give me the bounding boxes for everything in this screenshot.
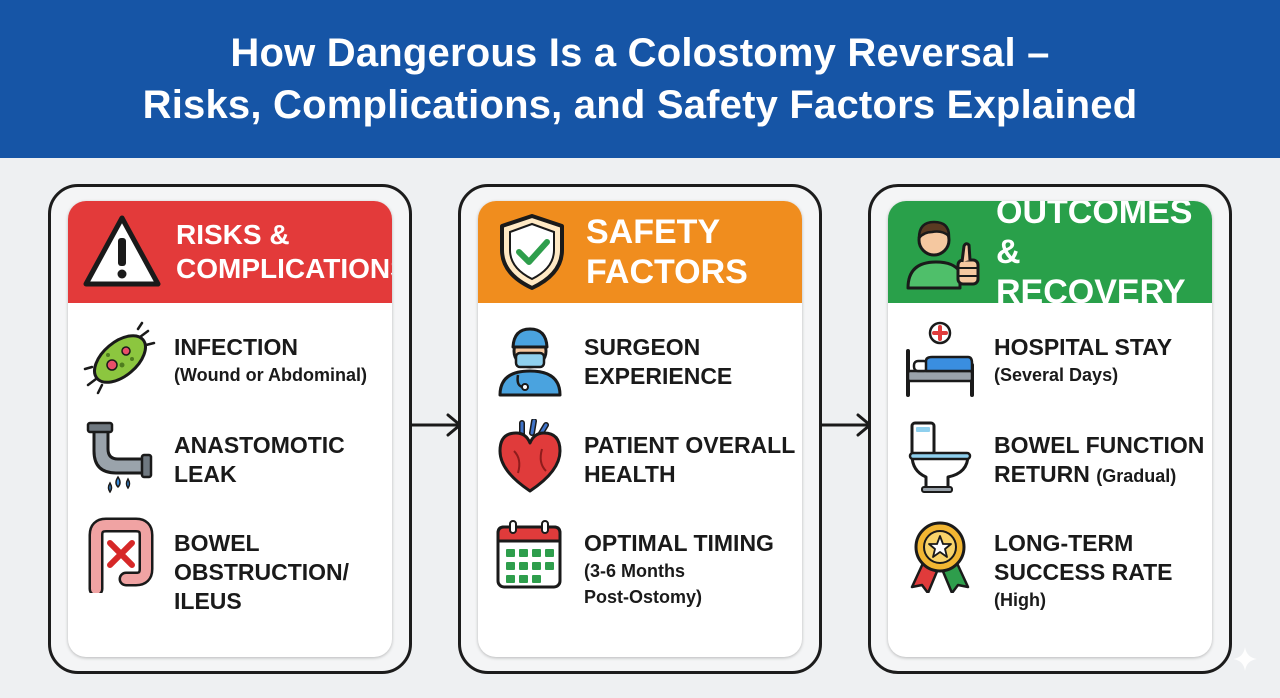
safety-heading: SAFETY FACTORS <box>586 212 748 292</box>
safety-heading-line-2: FACTORS <box>586 253 748 291</box>
leaking-pipe-icon <box>86 421 153 494</box>
warning-icon <box>83 215 161 287</box>
title-bar: How Dangerous Is a Colostomy Reversal – … <box>0 0 1280 158</box>
risks-heading-line-1: RISKS & <box>176 219 290 250</box>
blocked-intestine-icon <box>88 517 154 593</box>
risks-heading: RISKS & COMPLICATIONS <box>176 218 392 286</box>
item-surgeon-title-1: SURGEON <box>584 334 701 360</box>
item-bowel-function-inline: (Gradual) <box>1096 466 1177 486</box>
item-success-sub: (High) <box>994 590 1046 610</box>
heart-icon <box>498 419 562 493</box>
bacteria-icon <box>83 321 156 395</box>
item-obstruction-title-3: ILEUS <box>174 588 242 614</box>
item-infection: INFECTION (Wound or Abdominal) <box>68 321 392 419</box>
item-health-title-1: PATIENT OVERALL <box>584 432 796 458</box>
safety-header: SAFETY FACTORS <box>478 201 802 303</box>
risks-heading-line-2: COMPLICATIONS <box>176 253 392 284</box>
item-optimal-timing: OPTIMAL TIMING (3-6 Months Post-Ostomy) <box>478 517 802 615</box>
item-bowel-function-title-2: RETURN <box>994 461 1090 487</box>
item-leak-title-2: LEAK <box>174 461 237 487</box>
outcomes-header: OUTCOMES & RECOVERY <box>888 201 1212 311</box>
outcomes-panel: OUTCOMES & RECOVERY HOSPITAL STAY (Sever… <box>868 184 1232 674</box>
item-patient-health: PATIENT OVERALL HEALTH <box>478 419 802 517</box>
sparkle-icon <box>1233 647 1257 671</box>
item-surgeon-experience: SURGEON EXPERIENCE <box>478 321 802 419</box>
item-hospital-stay: HOSPITAL STAY (Several Days) <box>888 321 1212 419</box>
outcomes-heading-line-2: & RECOVERY <box>996 233 1186 311</box>
risks-header: RISKS & COMPLICATIONS <box>68 201 392 303</box>
safety-panel: SAFETY FACTORS SURGEON EXPERIENCE <box>458 184 822 674</box>
risks-panel: RISKS & COMPLICATIONS INFECTIO <box>48 184 412 674</box>
item-leak-title-1: ANASTOMOTIC <box>174 432 345 458</box>
toilet-icon <box>908 421 972 493</box>
item-bowel-function-title-1: BOWEL FUNCTION <box>994 432 1205 458</box>
item-bowel-function: BOWEL FUNCTION RETURN (Gradual) <box>888 419 1212 517</box>
outcomes-card: OUTCOMES & RECOVERY HOSPITAL STAY (Sever… <box>888 201 1212 657</box>
title-line-2: Risks, Complications, and Safety Factors… <box>142 83 1138 127</box>
title-line-1: How Dangerous Is a Colostomy Reversal – <box>230 31 1050 75</box>
item-timing-title: OPTIMAL TIMING <box>584 530 774 556</box>
item-obstruction-title-2: OBSTRUCTION/ <box>174 559 350 585</box>
outcomes-heading-line-1: OUTCOMES <box>996 201 1193 231</box>
item-health-title-2: HEALTH <box>584 461 676 487</box>
item-long-term-success: LONG-TERM SUCCESS RATE (High) <box>888 517 1212 615</box>
surgeon-icon <box>498 327 562 397</box>
item-infection-sub: (Wound or Abdominal) <box>174 365 367 385</box>
shield-check-icon <box>500 214 564 290</box>
item-hospital-title: HOSPITAL STAY <box>994 334 1173 360</box>
arrow-right-icon <box>820 413 872 437</box>
item-timing-sub-2: Post-Ostomy) <box>584 587 703 607</box>
item-obstruction-title-1: BOWEL <box>174 530 260 556</box>
hospital-bed-icon <box>906 321 974 397</box>
item-timing-sub-1: (3-6 Months <box>584 561 685 581</box>
item-bowel-obstruction: BOWEL OBSTRUCTION/ ILEUS <box>68 517 392 615</box>
risks-card: RISKS & COMPLICATIONS INFECTIO <box>68 201 392 657</box>
award-icon <box>910 521 970 593</box>
outcomes-heading: OUTCOMES & RECOVERY <box>996 201 1212 312</box>
safety-heading-line-1: SAFETY <box>586 213 721 251</box>
arrow-right-icon <box>410 413 462 437</box>
item-success-title-1: LONG-TERM <box>994 530 1134 556</box>
safety-card: SAFETY FACTORS SURGEON EXPERIENCE <box>478 201 802 657</box>
thumbs-up-person-icon <box>906 220 980 290</box>
item-infection-title: INFECTION <box>174 334 298 360</box>
calendar-icon <box>496 520 562 589</box>
item-hospital-sub: (Several Days) <box>994 365 1119 385</box>
item-surgeon-title-2: EXPERIENCE <box>584 363 733 389</box>
item-anastomotic-leak: ANASTOMOTIC LEAK <box>68 419 392 517</box>
item-success-title-2: SUCCESS RATE <box>994 559 1173 585</box>
